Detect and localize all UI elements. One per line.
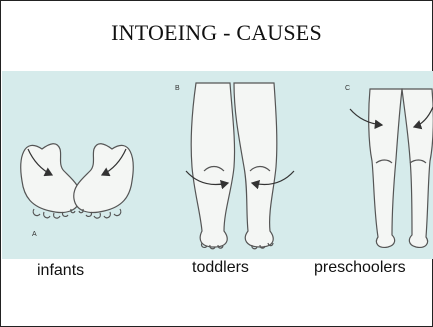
label-toddlers: toddlers — [192, 259, 249, 277]
label-preschoolers: preschoolers — [314, 259, 406, 277]
illustration-band: A B C — [2, 71, 433, 259]
panel-letter-b: B — [175, 85, 180, 92]
intoeing-illustration — [2, 71, 433, 259]
slide-title: INTOEING - CAUSES — [1, 20, 432, 46]
preschooler-legs-drawing — [369, 89, 433, 247]
panel-letter-a: A — [32, 231, 37, 238]
toddler-legs-drawing — [191, 83, 277, 249]
panel-letter-c: C — [345, 85, 350, 92]
infant-feet-drawing — [21, 144, 133, 218]
label-infants: infants — [37, 262, 84, 280]
